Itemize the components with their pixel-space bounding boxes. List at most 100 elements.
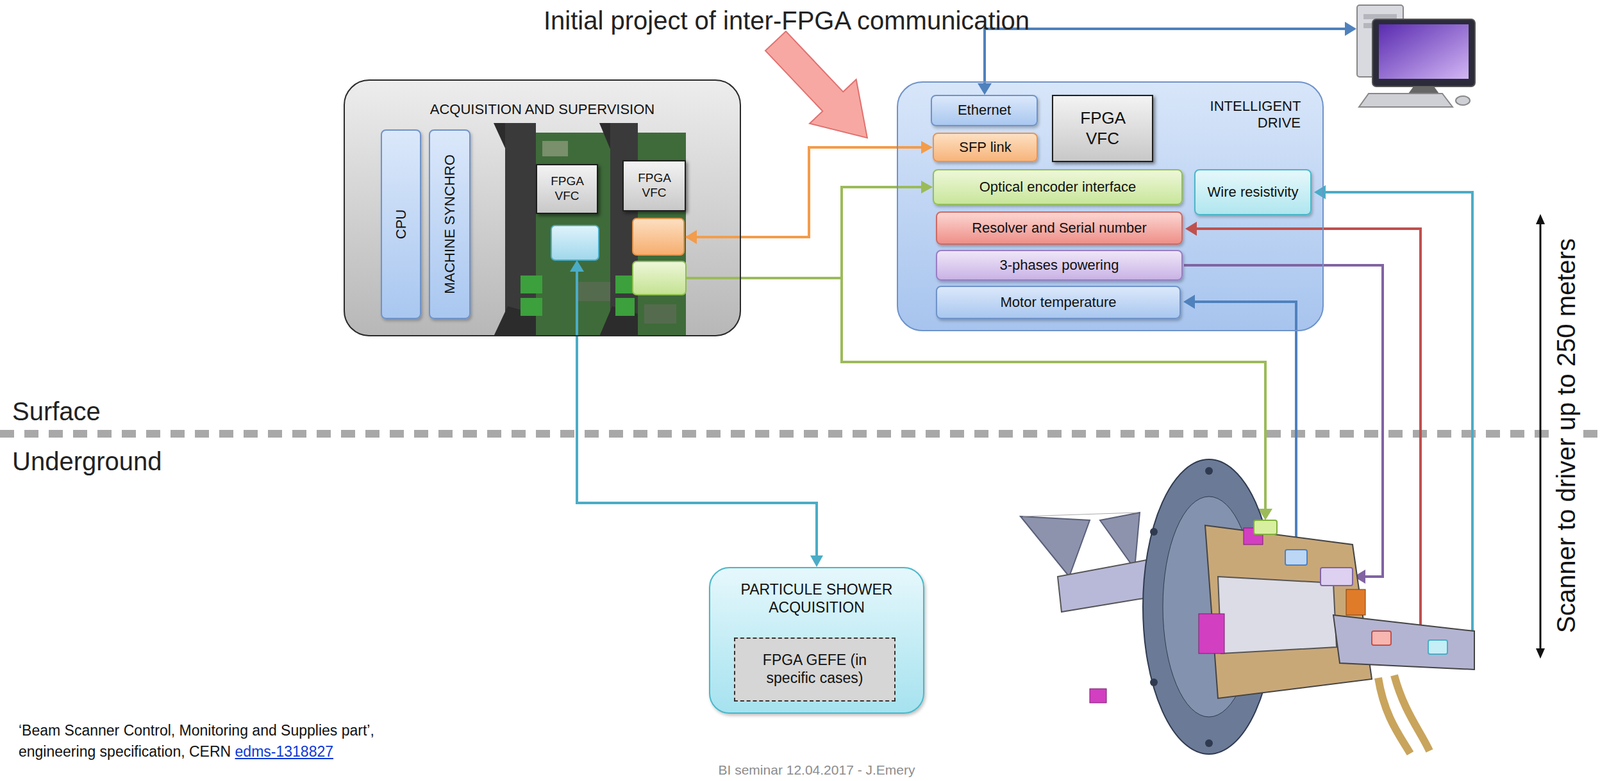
sfp-link: SFP link xyxy=(932,132,1038,163)
scanner-illustration xyxy=(1020,516,1090,577)
vme-card xyxy=(551,225,599,261)
connector xyxy=(666,180,933,279)
scanner-illustration xyxy=(1346,589,1366,616)
scanner-illustration xyxy=(1205,525,1372,699)
group-heading: INTELLIGENT DRIVE xyxy=(1210,98,1301,133)
box-label: SFP link xyxy=(958,139,1012,156)
computer-icon xyxy=(1363,14,1397,20)
scanner-illustration xyxy=(1217,576,1337,654)
reference-block: ‘Beam Scanner Control, Monitoring and Su… xyxy=(18,720,429,764)
vme-card xyxy=(569,260,584,272)
temperature-cable xyxy=(1183,294,1195,309)
cpu-module: CPU xyxy=(380,129,422,320)
scanner-illustration xyxy=(1150,528,1158,536)
vme-card xyxy=(644,304,677,324)
temperature-module: Motor temperature xyxy=(935,285,1181,320)
scanner-illustration xyxy=(1371,631,1392,646)
resistivity-module: Wire resistivity xyxy=(1194,169,1312,216)
surface-line xyxy=(0,430,1600,438)
supervision-crate: ACQUISITION AND SUPERVISION CPU MACHINE SY… xyxy=(343,79,742,337)
box-label: Optical encoder interface xyxy=(979,178,1137,196)
fpga-chip: FPGA VFC xyxy=(1051,94,1154,163)
connector-line xyxy=(666,187,925,279)
box-label: CPU xyxy=(392,209,409,240)
ethernet-cable xyxy=(1344,21,1357,36)
distance-arrow xyxy=(1535,648,1545,659)
resolver-cable xyxy=(1185,221,1197,236)
scanner-illustration xyxy=(1394,675,1430,752)
ethernet-port: Ethernet xyxy=(930,94,1038,127)
scanner-illustration xyxy=(1333,615,1475,670)
sync-module: MACHINE SYNCHRO xyxy=(428,129,471,320)
drive-unit: INTELLIGENT DRIVE Ethernet FPGA VFC SFP lin… xyxy=(896,81,1324,332)
ethernet-cable xyxy=(977,21,1357,95)
scanner-illustration xyxy=(1023,512,1138,517)
vme-card xyxy=(599,123,697,337)
scanner-illustration xyxy=(1100,512,1140,570)
box-label: Wire resistivity xyxy=(1207,183,1299,201)
vme-card xyxy=(542,141,568,157)
box-label: FPGA VFC xyxy=(550,174,584,204)
wire-cable xyxy=(1314,185,1326,200)
arrow-head xyxy=(810,555,824,568)
scanner-illustration xyxy=(1150,678,1158,687)
vme-card xyxy=(615,275,635,294)
scanner-illustration xyxy=(1428,640,1448,655)
box-label: 3-phases powering xyxy=(1000,257,1120,274)
box-label: FPGA GEFE (in specific cases) xyxy=(739,651,891,688)
scanner-illustration xyxy=(1089,689,1107,704)
scanner-illustration xyxy=(1378,678,1411,754)
shower-acquisition: PARTICULE SHOWER ACQUISITION FPGA GEFE (i… xyxy=(708,567,925,715)
fpga-chip: FPGA VFC xyxy=(535,164,599,215)
group-heading: ACQUISITION AND SUPERVISION xyxy=(344,101,740,118)
encoder-interface: Optical encoder interface xyxy=(932,169,1183,206)
box-label: FPGA VFC xyxy=(1080,108,1125,149)
distance-arrow xyxy=(1535,214,1545,225)
fpga-chip: FPGA GEFE (in specific cases) xyxy=(733,637,896,702)
vme-card xyxy=(685,230,697,245)
scanner-illustration xyxy=(1205,739,1213,748)
scanner-illustration xyxy=(1285,550,1308,566)
scanner-illustration xyxy=(1320,567,1353,586)
computer-icon xyxy=(1357,5,1475,108)
arrow-head xyxy=(921,141,933,154)
computer-icon xyxy=(1378,24,1469,79)
scanner-illustration xyxy=(1205,467,1213,475)
box-label: FPGA VFC xyxy=(637,171,671,201)
arrow-head xyxy=(921,180,933,194)
scanner-illustration xyxy=(1198,614,1225,654)
vme-card xyxy=(576,282,616,302)
diagram-title: Initial project of inter-FPGA communicat… xyxy=(543,6,1030,36)
box-label: MACHINE SYNCHRO xyxy=(441,154,458,295)
vme-card xyxy=(632,218,684,256)
box-label: Motor temperature xyxy=(1000,294,1117,311)
scanner-illustration xyxy=(1253,520,1277,535)
computer-icon xyxy=(1358,93,1453,108)
ethernet-cable xyxy=(977,83,992,95)
footer-note: BI seminar 12.04.2017 - J.Emery xyxy=(718,762,916,779)
vme-card xyxy=(493,123,629,338)
computer-icon xyxy=(1408,86,1440,94)
distance-arrow xyxy=(1535,214,1545,659)
distance-label: Scanner to driver up to 250 meters xyxy=(1551,234,1581,638)
fpga-chip: FPGA VFC xyxy=(622,160,686,212)
zone-label: Underground xyxy=(12,447,163,477)
box-label: Ethernet xyxy=(957,101,1011,119)
callout-arrow xyxy=(752,19,892,161)
vme-card xyxy=(520,298,543,317)
vme-card xyxy=(520,275,543,294)
distance-arrow xyxy=(1539,223,1542,650)
callout-arrow xyxy=(752,19,892,161)
computer-icon xyxy=(1372,19,1475,87)
power-module: 3-phases powering xyxy=(935,250,1183,281)
resolver-module: Resolver and Serial number xyxy=(935,211,1183,245)
wire-cable xyxy=(1314,185,1473,655)
ethernet-cable xyxy=(984,28,1345,84)
computer-icon xyxy=(1455,96,1470,106)
zone-label: Surface xyxy=(12,397,101,427)
vme-card xyxy=(575,270,579,338)
group-heading: PARTICULE SHOWER ACQUISITION xyxy=(723,581,911,617)
reference-link: edms-1318827 xyxy=(235,743,334,761)
vme-card xyxy=(615,298,635,317)
